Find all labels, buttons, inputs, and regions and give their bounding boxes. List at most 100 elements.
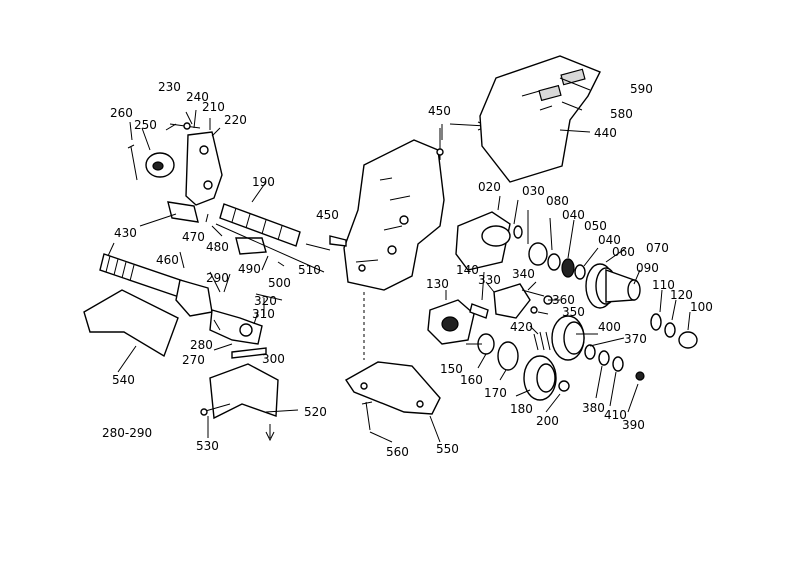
label-170: 170 bbox=[484, 386, 507, 400]
flange-020 bbox=[455, 211, 511, 271]
label-450-left: 450 bbox=[316, 208, 339, 222]
label-100: 100 bbox=[690, 300, 713, 314]
ring-040a bbox=[547, 253, 561, 271]
bolt-560 bbox=[361, 401, 373, 431]
leader-lines bbox=[107, 77, 691, 443]
label-230: 230 bbox=[158, 80, 181, 94]
label-110: 110 bbox=[652, 278, 675, 292]
ring-120 bbox=[664, 322, 676, 338]
yoke bbox=[175, 279, 213, 317]
label-270: 270 bbox=[182, 353, 205, 367]
label-190: 190 bbox=[252, 175, 275, 189]
ring-410 bbox=[612, 356, 624, 372]
label-590: 590 bbox=[630, 82, 653, 96]
label-040a: 040 bbox=[562, 208, 585, 222]
plate-550 bbox=[344, 361, 441, 415]
pin-300 bbox=[231, 347, 267, 359]
bolt-260 bbox=[127, 144, 138, 181]
label-080: 080 bbox=[546, 194, 569, 208]
label-380: 380 bbox=[582, 401, 605, 415]
cover-540 bbox=[83, 289, 179, 358]
label-140: 140 bbox=[456, 263, 479, 277]
ring-030 bbox=[513, 225, 523, 239]
label-090: 090 bbox=[636, 261, 659, 275]
label-260: 260 bbox=[110, 106, 133, 120]
label-120: 120 bbox=[670, 288, 693, 302]
bolt-450-left bbox=[329, 235, 347, 247]
ring-200 bbox=[558, 380, 570, 392]
label-540: 540 bbox=[112, 373, 135, 387]
label-480: 480 bbox=[206, 240, 229, 254]
label-370: 370 bbox=[624, 332, 647, 346]
label-200: 200 bbox=[536, 414, 559, 428]
label-340: 340 bbox=[512, 267, 535, 281]
cam-disc bbox=[145, 152, 175, 178]
label-070: 070 bbox=[646, 241, 669, 255]
label-300: 300 bbox=[262, 352, 285, 366]
label-510: 510 bbox=[298, 263, 321, 277]
bracket-plate bbox=[185, 131, 223, 206]
spacer-block bbox=[167, 201, 199, 223]
guard-520 bbox=[209, 363, 279, 420]
label-240: 240 bbox=[186, 90, 209, 104]
label-520: 520 bbox=[304, 405, 327, 419]
nut-390 bbox=[635, 371, 645, 381]
label-330: 330 bbox=[478, 273, 501, 287]
label-430: 430 bbox=[114, 226, 137, 240]
label-180: 180 bbox=[510, 402, 533, 416]
label-210: 210 bbox=[202, 100, 225, 114]
main-housing bbox=[343, 139, 445, 291]
label-060: 060 bbox=[612, 245, 635, 259]
label-580: 580 bbox=[610, 107, 633, 121]
plate-130 bbox=[427, 299, 475, 345]
washer-350 bbox=[530, 306, 538, 314]
bolt-340 bbox=[521, 289, 545, 297]
label-250: 250 bbox=[134, 118, 157, 132]
label-280: 280 bbox=[190, 338, 213, 352]
label-030: 030 bbox=[522, 184, 545, 198]
bolt-230-240 bbox=[169, 122, 201, 130]
label-280-290: 280-290 bbox=[102, 426, 152, 440]
shaft-070 bbox=[605, 269, 641, 303]
label-220: 220 bbox=[224, 113, 247, 127]
label-320: 320 bbox=[254, 294, 277, 308]
bracket-330 bbox=[493, 283, 531, 319]
shaft-190 bbox=[219, 203, 301, 247]
label-500: 500 bbox=[268, 276, 291, 290]
label-050: 050 bbox=[584, 219, 607, 233]
label-560: 560 bbox=[386, 445, 409, 459]
bolt-140 bbox=[469, 303, 489, 319]
pulley-180 bbox=[523, 355, 557, 401]
seal-050 bbox=[561, 258, 575, 278]
bolt-450-top bbox=[436, 128, 444, 160]
ring-170 bbox=[497, 341, 519, 371]
label-400: 400 bbox=[598, 320, 621, 334]
label-310: 310 bbox=[252, 307, 275, 321]
ring-380 bbox=[598, 350, 610, 366]
label-390: 390 bbox=[622, 418, 645, 432]
universal-joint bbox=[209, 309, 263, 345]
part-labels: 230 240 210 220 260 250 190 470 480 460 … bbox=[102, 80, 713, 459]
label-150: 150 bbox=[440, 362, 463, 376]
ring-110 bbox=[650, 313, 662, 331]
label-160: 160 bbox=[460, 373, 483, 387]
label-290: 290 bbox=[206, 271, 229, 285]
label-020: 020 bbox=[478, 180, 501, 194]
label-460: 460 bbox=[156, 253, 179, 267]
label-490: 490 bbox=[238, 262, 261, 276]
ring-370a bbox=[584, 344, 596, 360]
label-350: 350 bbox=[562, 305, 585, 319]
cover-440 bbox=[479, 55, 601, 183]
label-040b: 040 bbox=[598, 233, 621, 247]
arrow-down-520 bbox=[265, 424, 275, 442]
bolt-530 bbox=[200, 403, 231, 416]
label-360: 360 bbox=[552, 293, 575, 307]
pulley-400 bbox=[551, 315, 585, 361]
label-530: 530 bbox=[196, 439, 219, 453]
label-420: 420 bbox=[510, 320, 533, 334]
bearing-080 bbox=[528, 242, 548, 266]
label-440: 440 bbox=[594, 126, 617, 140]
label-130: 130 bbox=[426, 277, 449, 291]
ring-040b bbox=[574, 264, 586, 280]
